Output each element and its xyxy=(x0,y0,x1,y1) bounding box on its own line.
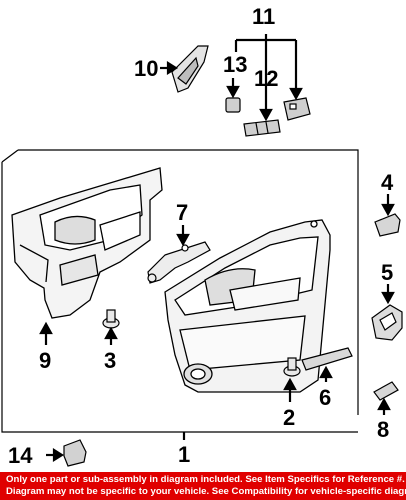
callout-5: 5 xyxy=(381,260,393,285)
callout-10: 10 xyxy=(134,56,158,81)
switch-part-11 xyxy=(283,97,311,121)
callout-9: 9 xyxy=(39,348,51,373)
clip-part xyxy=(102,309,120,329)
disclaimer-banner: Only one part or sub-assembly in diagram… xyxy=(0,472,406,500)
armrest-trim-part xyxy=(301,347,353,371)
callout-7: 7 xyxy=(176,200,188,225)
callout-13: 13 xyxy=(223,52,247,77)
callout-6: 6 xyxy=(319,385,331,410)
mirror-cover-part xyxy=(171,45,209,93)
callout-12: 12 xyxy=(254,66,278,91)
switch-part-13 xyxy=(225,97,241,113)
clip-part-2 xyxy=(283,357,301,377)
handle-bezel-part xyxy=(374,213,401,237)
cap-part xyxy=(373,381,399,401)
callout-8: 8 xyxy=(377,417,389,442)
inside-handle-part xyxy=(371,304,403,341)
inner-trim-frame-part xyxy=(11,167,163,319)
switch-part-12 xyxy=(243,119,281,137)
door-trim-panel-part xyxy=(164,219,331,393)
disclaimer-line-1: Only one part or sub-assembly in diagram… xyxy=(6,474,405,485)
parts-diagram: 10 11 13 12 7 4 5 9 3 2 6 8 1 14 xyxy=(1,4,403,468)
disclaimer-line-2: Diagram may not be specific to your vehi… xyxy=(6,486,406,497)
bracket-part xyxy=(147,241,211,284)
callout-1: 1 xyxy=(178,442,190,467)
callout-14: 14 xyxy=(8,443,33,468)
door-panel-assembly-box xyxy=(1,149,359,433)
leader-lines xyxy=(39,34,395,462)
callout-3: 3 xyxy=(104,348,116,373)
callout-4: 4 xyxy=(381,170,394,195)
plug-part xyxy=(63,439,87,467)
callout-11: 11 xyxy=(252,4,275,29)
callout-2: 2 xyxy=(283,405,295,430)
